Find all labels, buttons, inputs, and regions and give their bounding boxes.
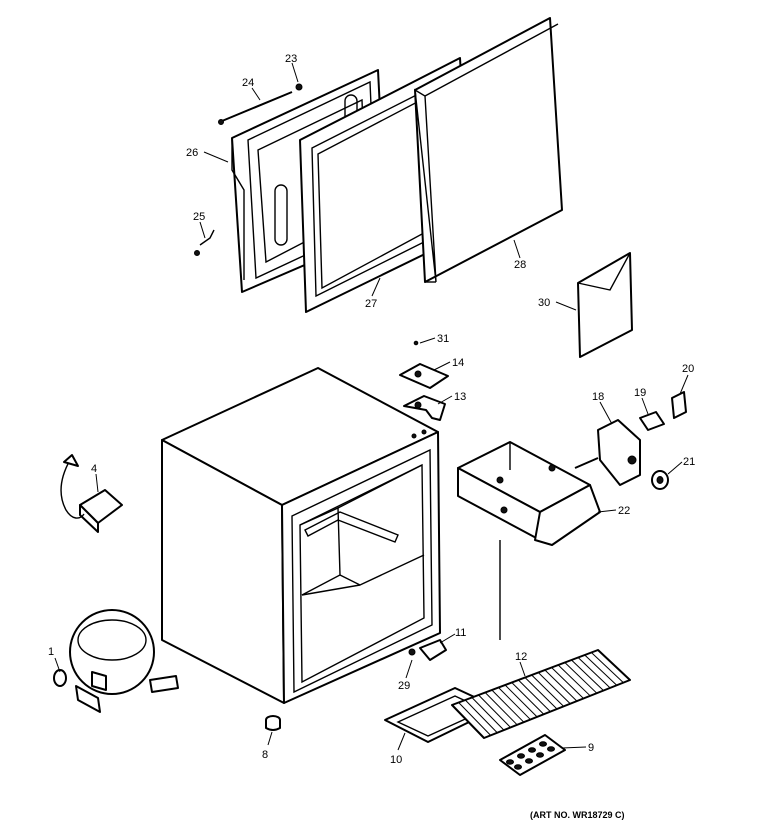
shelf-wire	[471, 697, 505, 731]
ice-tray-cell	[528, 747, 536, 753]
part-label-14: 14	[452, 357, 464, 369]
ice-tray-cell	[517, 753, 525, 759]
door-outer-panel	[414, 17, 563, 283]
part-label-23: 23	[285, 53, 297, 65]
ice-cube-tray	[499, 734, 566, 776]
part-label-28: 28	[514, 259, 526, 271]
overload-relay	[60, 454, 123, 533]
ice-tray-cell	[536, 752, 544, 758]
shelf-wire	[491, 689, 525, 723]
shelf-wire	[531, 674, 564, 707]
shelf-wire	[551, 667, 584, 699]
door-screw-parts	[218, 83, 303, 125]
ice-tray-cell	[506, 759, 514, 765]
shelf-wire	[557, 664, 591, 697]
part-label-12: 12	[515, 651, 527, 663]
part-label-22: 22	[618, 505, 630, 517]
part-label-25: 25	[193, 211, 205, 223]
shelf-wire	[564, 662, 598, 694]
instruction-booklet	[577, 252, 633, 358]
part-label-30: 30	[538, 297, 550, 309]
part-label-10: 10	[390, 754, 402, 766]
shelf-wire	[571, 659, 604, 691]
part-labels: 1 4 8 9 10 11 12 13 14 18 19 20 21 22 23…	[48, 53, 695, 766]
thermostat-assembly	[574, 391, 687, 490]
ice-tray-cell	[539, 741, 547, 747]
part-label-21: 21	[683, 456, 695, 468]
part-label-20: 20	[682, 363, 694, 375]
part-label-9: 9	[588, 742, 594, 754]
part-label-19: 19	[634, 387, 646, 399]
shelf-wire	[464, 699, 498, 734]
part-label-27: 27	[365, 298, 377, 310]
part-label-29: 29	[398, 680, 410, 692]
part-label-26: 26	[186, 147, 198, 159]
part-label-4: 4	[91, 463, 97, 475]
leader-lines	[54, 62, 689, 751]
chiller-drawer	[457, 441, 601, 640]
shelf-wire	[577, 657, 611, 689]
refrigerator-cabinet	[161, 367, 441, 704]
part-label-24: 24	[242, 77, 254, 89]
ice-tray-cell	[514, 764, 522, 770]
shelf-wire	[537, 672, 571, 705]
leveling-foot	[265, 715, 281, 731]
shelf-wire	[478, 694, 511, 728]
compressor	[53, 609, 179, 713]
top-hinge-parts	[399, 340, 449, 421]
part-label-11: 11	[455, 627, 466, 639]
shelf-wire	[498, 687, 531, 720]
bottom-hinge-parts	[408, 639, 447, 661]
part-label-13: 13	[454, 391, 466, 403]
part-label-18: 18	[592, 391, 604, 403]
part-label-31: 31	[437, 333, 449, 345]
shelf-wire	[511, 682, 545, 715]
shelf-wire	[524, 677, 558, 710]
ice-tray-cell	[547, 746, 555, 752]
part-label-8: 8	[262, 749, 268, 761]
ice-tray-cell	[525, 758, 533, 764]
shelf-wire	[504, 684, 538, 718]
shelf-wire	[484, 692, 518, 726]
shelf-wire	[591, 652, 624, 684]
shelf-wire	[458, 702, 491, 736]
part-label-1: 1	[48, 646, 54, 658]
shelf-wire	[544, 669, 578, 702]
art-number: (ART NO. WR18729 C)	[530, 810, 625, 820]
wire-shelf	[451, 649, 631, 739]
shelf-wire	[518, 679, 551, 712]
shelf-wire	[584, 654, 618, 686]
